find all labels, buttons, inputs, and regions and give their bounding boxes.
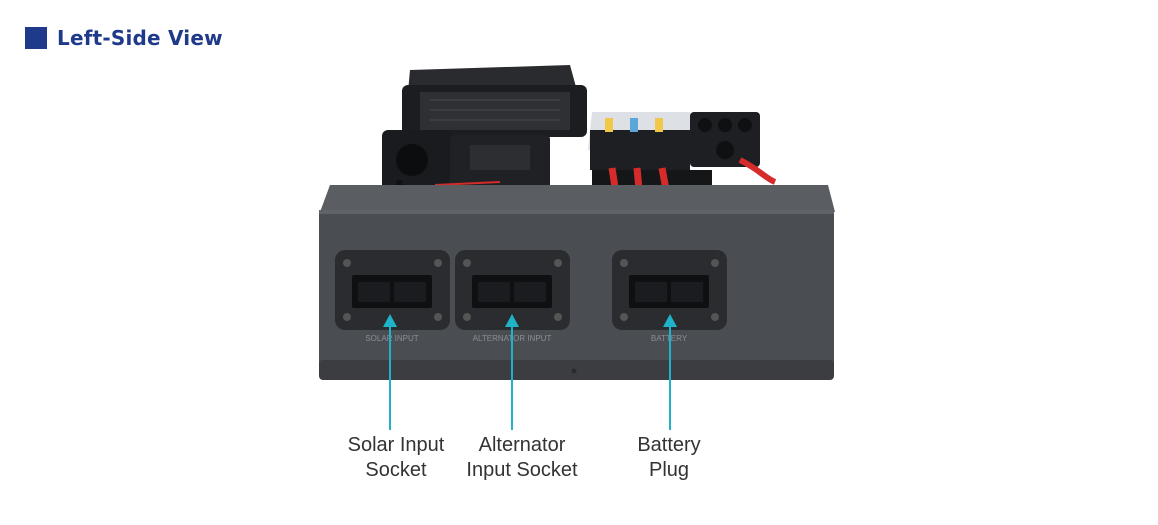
callout-battery-line2: Plug — [648, 459, 690, 481]
bus-bar — [690, 112, 760, 167]
heading-square-icon — [25, 27, 47, 49]
callout-alternator-line2: Input Socket — [466, 459, 578, 481]
callout-solar-line2: Socket — [365, 459, 427, 481]
usb-module — [382, 130, 550, 200]
enclosure-body — [319, 185, 835, 380]
section-heading: Left-Side View — [25, 26, 223, 50]
solar-panel-label: SOLAR INPUT — [365, 334, 418, 343]
callout-solar-line1: Solar Input — [347, 434, 445, 456]
callout-battery-plug: Battery Plug — [637, 433, 700, 483]
callout-alternator-input-socket: Alternator Input Socket — [466, 433, 577, 483]
callout-battery-line1: Battery — [637, 434, 701, 456]
callout-solar-input-socket: Solar Input Socket — [348, 433, 445, 483]
callout-line-alternator — [505, 314, 519, 430]
solar-socket-panel: SOLAR INPUT — [335, 250, 450, 343]
callout-line-solar — [383, 314, 397, 430]
inverter-unit — [402, 65, 587, 137]
callout-alternator-line1: Alternator — [478, 434, 566, 456]
heading-title: Left-Side View — [57, 26, 223, 50]
callout-line-battery — [663, 314, 677, 430]
